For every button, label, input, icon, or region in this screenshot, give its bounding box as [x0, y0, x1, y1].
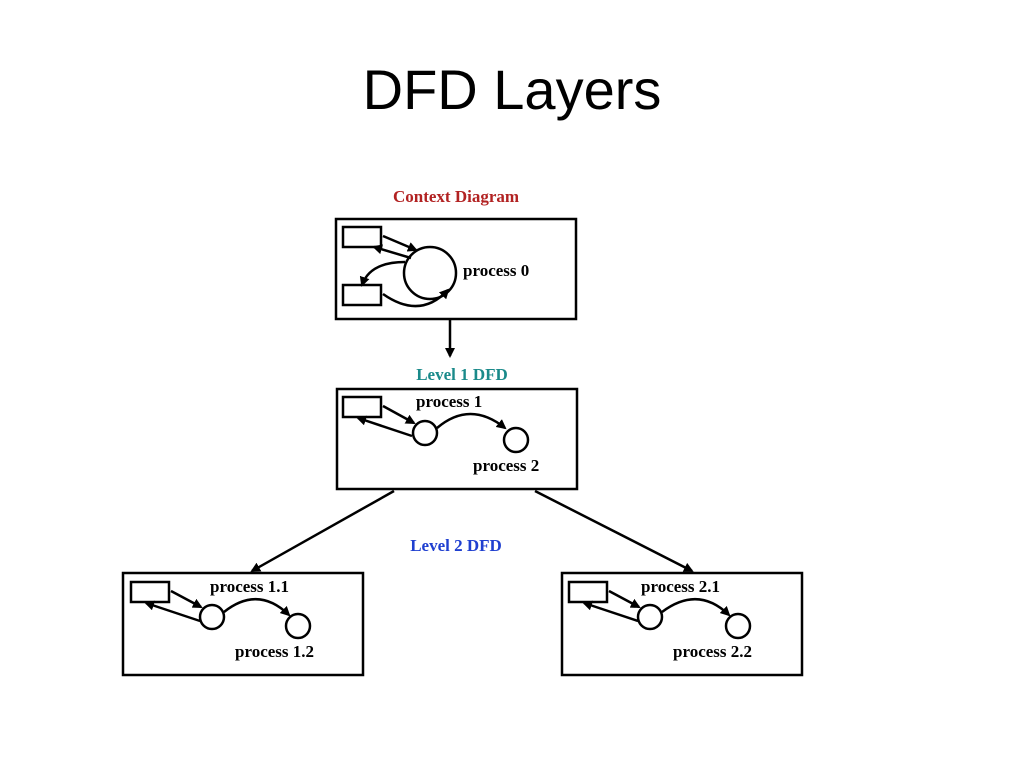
- level2-left-box: process 1.1 process 1.2: [121, 571, 365, 677]
- process-2-1-label: process 2.1: [641, 577, 720, 596]
- process-1-2-label: process 1.2: [235, 642, 314, 661]
- process-1-circle: [411, 419, 439, 447]
- level1-dfd-label: Level 1 DFD: [416, 365, 508, 384]
- process-2-1-circle: [636, 603, 664, 631]
- slide-title: DFD Layers: [362, 58, 662, 121]
- context-diagram-box: process 0: [334, 217, 578, 321]
- process-1-1-circle: [198, 603, 226, 631]
- process-2-2-label: process 2.2: [673, 642, 752, 661]
- process-2-2-circle: [724, 612, 752, 640]
- process-1-1-label: process 1.1: [210, 577, 289, 596]
- level1-dfd-box: process 1 process 2: [335, 387, 579, 491]
- external-entity: [129, 580, 171, 604]
- process-1-2-circle: [284, 612, 312, 640]
- external-entity: [567, 580, 609, 604]
- connector-level1-to-right: [534, 489, 694, 573]
- level2-right-box: process 2.1 process 2.2: [560, 571, 804, 677]
- level2-dfd-label: Level 2 DFD: [410, 536, 502, 555]
- process-2-label: process 2: [473, 456, 539, 475]
- external-entity-bottom: [341, 283, 383, 307]
- external-entity-top: [341, 225, 383, 249]
- process-0-circle: [402, 245, 458, 301]
- process-0-label: process 0: [463, 261, 529, 280]
- context-diagram-label: Context Diagram: [393, 187, 519, 206]
- process-2-circle: [502, 426, 530, 454]
- external-entity: [341, 395, 383, 419]
- connector-level1-to-left: [250, 489, 395, 573]
- process-1-label: process 1: [416, 392, 482, 411]
